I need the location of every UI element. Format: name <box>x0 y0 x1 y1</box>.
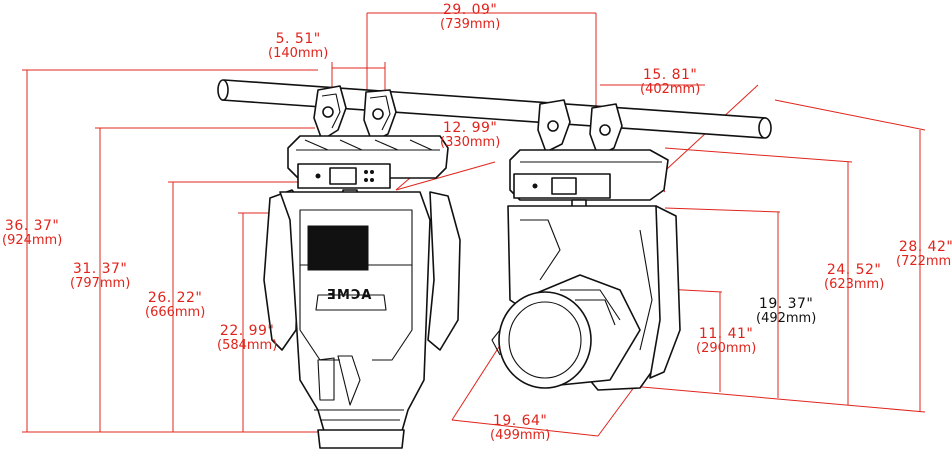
side-clamp-right <box>589 103 623 157</box>
side-clamp-left <box>537 99 571 153</box>
front-clamp-left <box>313 85 347 141</box>
dim-side-height-body: 19. 37" (492mm) <box>756 296 817 327</box>
dim-side-height-fixture: 24. 52" (623mm) <box>824 262 885 293</box>
dim-base-width: 12. 99" (330mm) <box>440 120 501 151</box>
dim-clamp-spacing-width: 29. 09" (739mm) <box>440 2 501 33</box>
brand-logo: ACME <box>326 288 372 303</box>
front-clamp-right <box>363 89 397 143</box>
truss-pipe <box>217 79 772 139</box>
dimension-lines <box>22 12 926 437</box>
dim-head-height: 11. 41" (290mm) <box>696 326 757 357</box>
dim-side-height-total: 28. 42" (722mm) <box>896 239 952 270</box>
dim-height-with-truss: 36. 37" (924mm) <box>2 218 63 249</box>
dim-height-fixture: 26. 22" (666mm) <box>145 290 206 321</box>
dim-side-depth: 15. 81" (402mm) <box>640 67 701 98</box>
dim-height-yoke: 22. 99" (584mm) <box>217 323 278 354</box>
dim-clamp-width: 5. 51" (140mm) <box>268 31 329 62</box>
front-fixture <box>263 85 461 449</box>
dim-height-with-clamps: 31. 37" (797mm) <box>70 261 131 292</box>
side-fixture <box>491 99 681 391</box>
dim-head-length: 19. 64" (499mm) <box>490 413 551 444</box>
